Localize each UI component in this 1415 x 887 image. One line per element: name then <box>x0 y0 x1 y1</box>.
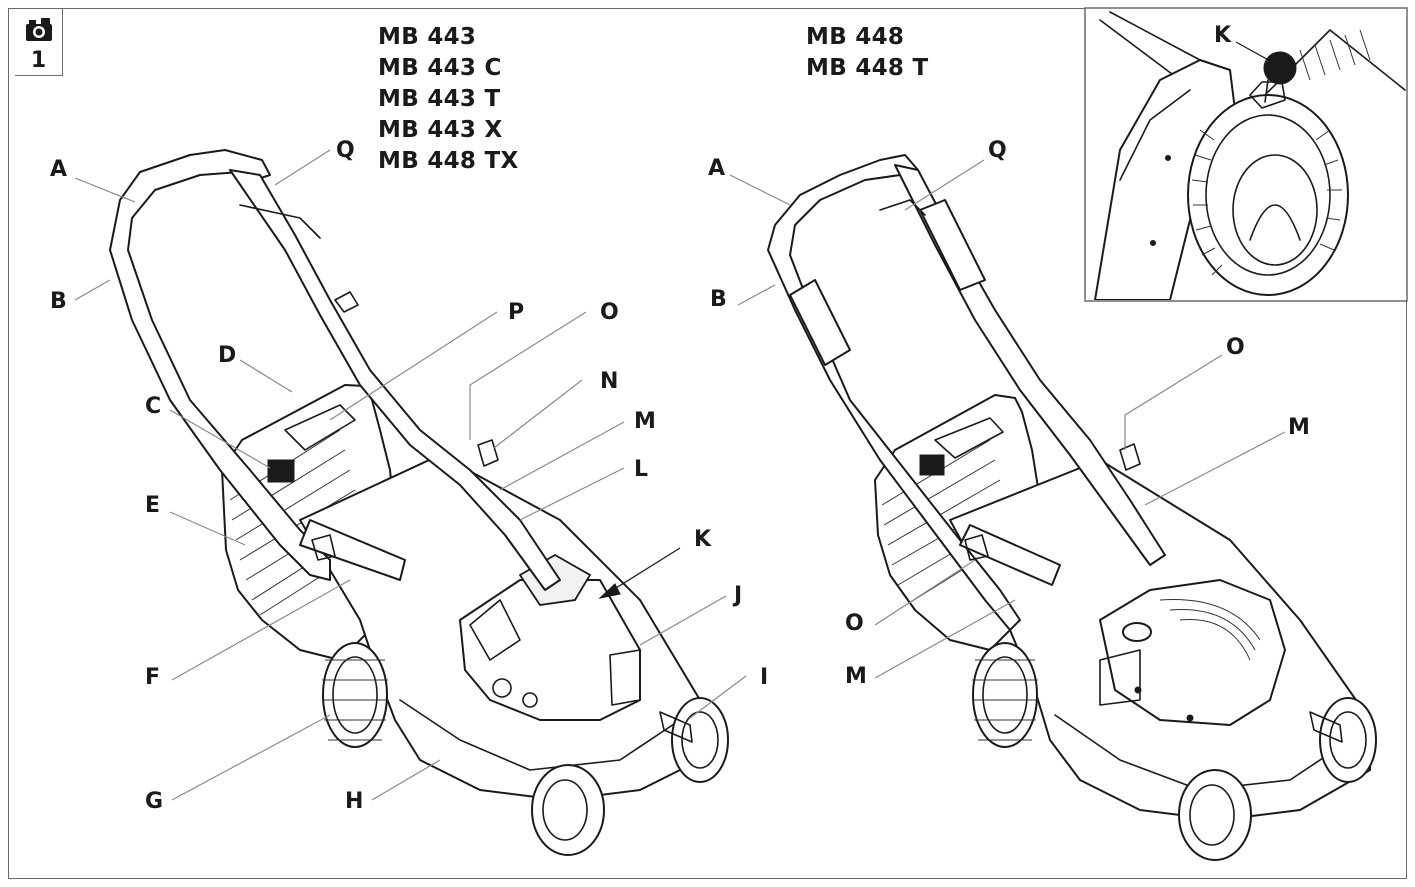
left-mower-leaders <box>74 149 747 801</box>
part-label-o: O <box>600 300 619 325</box>
model-list-right: MB 448 MB 448 T <box>806 22 929 84</box>
model-name: MB 448 <box>806 24 905 50</box>
inset-label-k: K <box>1214 23 1232 48</box>
figure-frame <box>8 8 1407 879</box>
part-label-i: I <box>760 665 768 690</box>
model-list-left: MB 443 MB 443 C MB 443 T MB 443 X MB 448… <box>378 22 519 177</box>
model-name: MB 448 T <box>806 55 929 81</box>
part-label-l: L <box>634 457 648 482</box>
part-label-a: A <box>708 156 725 181</box>
model-name: MB 448 TX <box>378 148 519 174</box>
part-label-d: D <box>218 343 236 368</box>
model-name: MB 443 T <box>378 86 501 112</box>
part-label-j: J <box>732 583 742 608</box>
figure-number: 1 <box>30 48 47 73</box>
model-name: MB 443 X <box>378 117 503 143</box>
inset-detail: K <box>1084 7 1408 302</box>
part-label-o: O <box>845 611 864 636</box>
figure-badge: 1 <box>15 8 63 76</box>
part-label-q: Q <box>988 138 1007 163</box>
part-label-e: E <box>145 493 160 518</box>
right-mower-illustration <box>767 154 1377 861</box>
part-label-o: O <box>1226 335 1245 360</box>
part-label-f: F <box>145 665 160 690</box>
part-label-n: N <box>600 369 618 394</box>
part-label-a: A <box>50 157 67 182</box>
part-label-m: M <box>1288 415 1310 440</box>
part-label-p: P <box>508 300 524 325</box>
camera-icon <box>26 18 52 41</box>
part-label-h: H <box>345 789 363 814</box>
right-mower-leaders <box>729 159 1286 679</box>
model-name: MB 443 <box>378 24 477 50</box>
left-mower-illustration <box>109 149 729 856</box>
part-label-c: C <box>145 394 161 419</box>
part-label-k: K <box>694 527 712 552</box>
part-label-m: M <box>634 409 656 434</box>
model-name: MB 443 C <box>378 55 502 81</box>
part-label-g: G <box>145 789 163 814</box>
part-label-m: M <box>845 664 867 689</box>
part-label-q: Q <box>336 138 355 163</box>
part-label-b: B <box>710 287 727 312</box>
part-label-b: B <box>50 289 67 314</box>
